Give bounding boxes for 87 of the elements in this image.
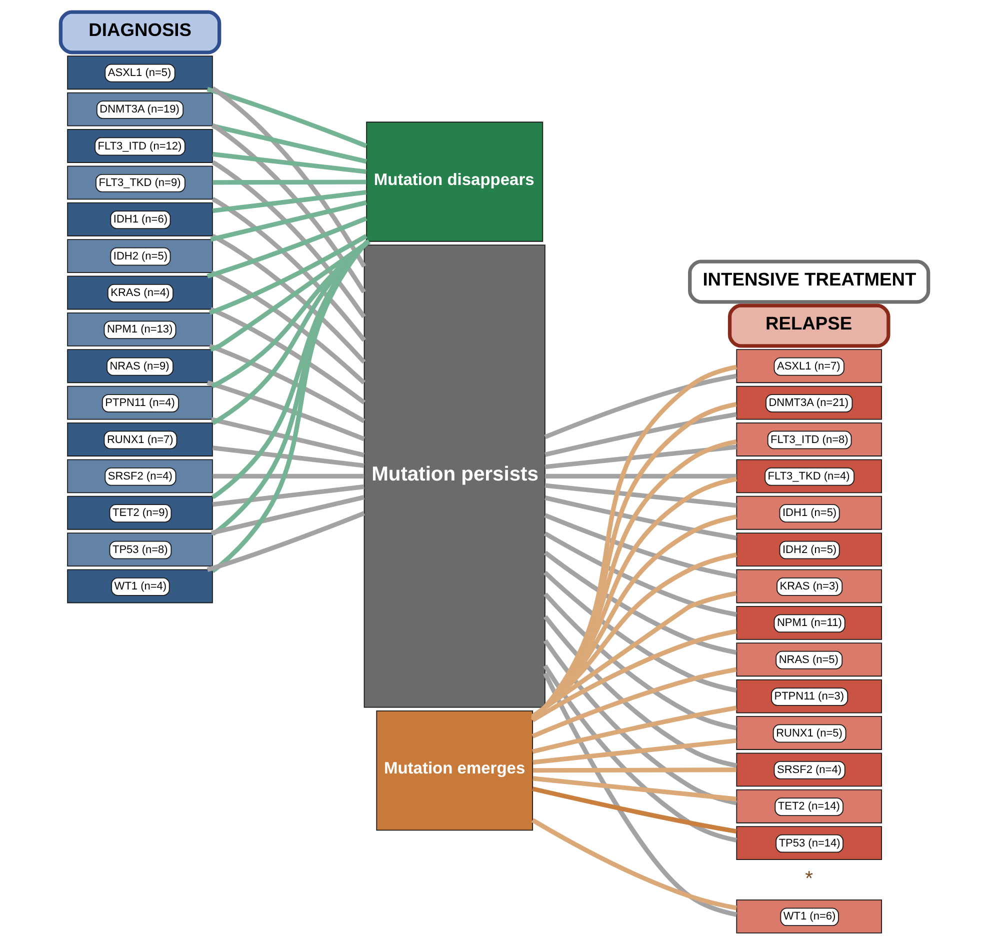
connector bbox=[211, 234, 366, 364]
node-box: ASXL1 (n=5) bbox=[66, 56, 212, 90]
connector bbox=[542, 639, 737, 806]
node-box: NPM1 (n=13) bbox=[66, 312, 212, 346]
connector bbox=[532, 786, 736, 834]
node-box: DNMT3A (n=21) bbox=[736, 386, 882, 420]
node-box: DIAGNOSIS bbox=[58, 10, 221, 54]
connector bbox=[208, 234, 367, 315]
connector bbox=[543, 531, 736, 617]
node-box: TP53 (n=14) bbox=[736, 826, 882, 860]
node-box: RUNX1 (n=5) bbox=[736, 716, 882, 750]
connector bbox=[210, 86, 366, 268]
node-box: KRAS (n=4) bbox=[66, 276, 212, 310]
label: * bbox=[804, 868, 813, 890]
connector bbox=[206, 380, 364, 442]
connector bbox=[212, 152, 366, 174]
node-box: KRAS (n=3) bbox=[736, 569, 882, 604]
node-box: FLT3_TKD (n=4) bbox=[736, 459, 882, 494]
node-box: INTENSIVE TREATMENT bbox=[688, 260, 930, 304]
connector bbox=[212, 474, 364, 478]
connector bbox=[206, 86, 367, 148]
node-box: NPM1 (n=11) bbox=[736, 606, 882, 640]
node-box: IDH2 (n=5) bbox=[66, 239, 212, 273]
node-box: RUNX1 (n=7) bbox=[66, 422, 212, 456]
connector bbox=[542, 672, 737, 917]
node-box: RELAPSE bbox=[727, 304, 890, 348]
connector bbox=[542, 664, 737, 842]
connector bbox=[209, 240, 370, 352]
node-box: IDH1 (n=5) bbox=[736, 496, 882, 530]
node-box: NRAS (n=9) bbox=[66, 349, 212, 384]
connector bbox=[532, 738, 736, 765]
connector bbox=[543, 550, 736, 655]
connector bbox=[544, 444, 736, 470]
connector bbox=[209, 307, 366, 404]
connector bbox=[530, 552, 737, 719]
connector bbox=[532, 706, 736, 754]
connector bbox=[544, 513, 736, 579]
connector bbox=[210, 494, 364, 536]
connector bbox=[210, 417, 364, 458]
connector bbox=[542, 615, 737, 768]
connector bbox=[531, 667, 736, 738]
connector bbox=[212, 446, 364, 468]
connector bbox=[532, 768, 736, 773]
connector bbox=[211, 240, 370, 426]
node-box: PTPN11 (n=4) bbox=[66, 386, 212, 420]
node-box: WT1 (n=4) bbox=[66, 569, 212, 604]
connector bbox=[212, 190, 366, 213]
node-box: TET2 (n=9) bbox=[66, 496, 212, 530]
node-box: TET2 (n=14) bbox=[736, 789, 882, 824]
node-box: DNMT3A (n=19) bbox=[66, 92, 212, 126]
connector bbox=[532, 776, 736, 802]
connector bbox=[212, 180, 366, 185]
connector bbox=[211, 124, 366, 164]
node-box: SRSF2 (n=4) bbox=[66, 459, 212, 494]
node-box: IDH2 (n=5) bbox=[736, 532, 882, 567]
node-box: IDH1 (n=6) bbox=[66, 202, 212, 236]
node-box: TP53 (n=8) bbox=[66, 532, 212, 567]
connector bbox=[542, 570, 736, 693]
node-box: Mutation disappears bbox=[366, 122, 543, 242]
node-box: FLT3_ITD (n=8) bbox=[736, 422, 882, 456]
connector bbox=[211, 160, 366, 318]
connector bbox=[206, 511, 364, 572]
connector bbox=[531, 628, 736, 722]
connector bbox=[544, 374, 736, 440]
connector bbox=[544, 474, 736, 478]
connector bbox=[530, 818, 736, 910]
node-box: Mutation persists bbox=[363, 244, 545, 708]
connector bbox=[206, 216, 367, 278]
node-box: NRAS (n=5) bbox=[736, 642, 882, 677]
connector bbox=[211, 197, 366, 342]
node-box: WT1 (n=6) bbox=[736, 899, 882, 934]
node-box: FLT3_TKD (n=9) bbox=[66, 166, 212, 200]
node-box: ASXL1 (n=7) bbox=[736, 349, 882, 384]
connector bbox=[210, 123, 366, 294]
connector bbox=[530, 514, 736, 720]
node-box: SRSF2 (n=4) bbox=[736, 752, 882, 787]
node-box: Mutation emerges bbox=[376, 710, 533, 831]
connector bbox=[208, 344, 365, 424]
connector bbox=[544, 483, 736, 508]
connector bbox=[210, 240, 370, 388]
node-box: PTPN11 (n=3) bbox=[736, 679, 882, 714]
connector bbox=[210, 270, 366, 384]
connector bbox=[212, 484, 364, 507]
connector bbox=[544, 412, 736, 457]
node-box: FLT3_ITD (n=12) bbox=[66, 129, 212, 163]
connector bbox=[210, 200, 367, 242]
connector bbox=[544, 495, 736, 540]
